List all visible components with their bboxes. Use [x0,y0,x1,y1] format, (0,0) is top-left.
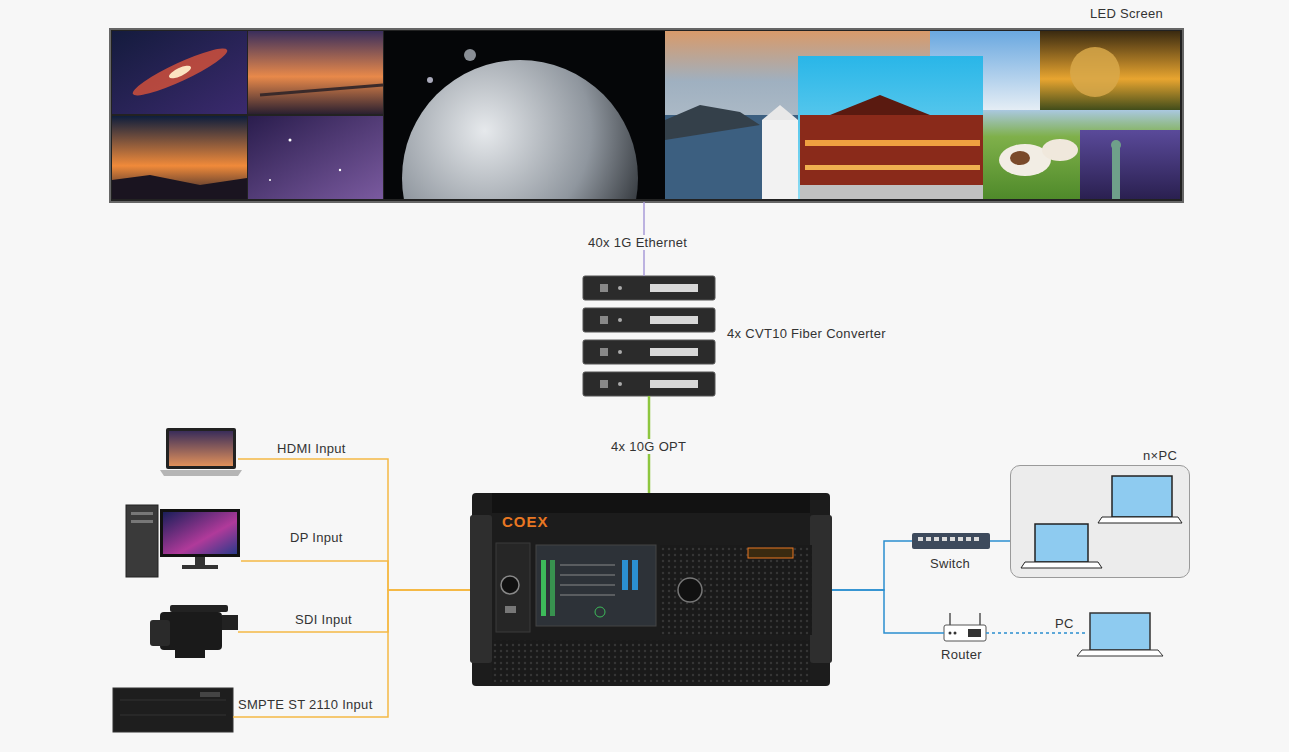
node-label: PC [1055,616,1074,631]
brand-logo: COEX [502,514,549,529]
node-label: LED Screen [1090,6,1163,21]
node-label: Router [941,647,982,662]
edge-label: 40x 1G Ethernet [586,235,689,250]
camera-source: SDI Input [150,605,238,660]
router: Router [944,625,986,641]
cable-line [832,590,944,633]
pc-source: DP Input [126,503,241,577]
led-screen: LED Screen [110,29,1183,202]
rack-source: SMPTE ST 2110 Input [113,688,233,732]
cable-line [986,632,1085,634]
processor-art [470,493,832,686]
fiber-converter: 4x CVT10 Fiber Converter [583,276,715,396]
cable-line [238,590,470,632]
pc-group-box: n×PC [1010,465,1190,578]
processor-unit: COEX [470,493,832,686]
cable-line [990,540,1010,542]
cable-line [648,396,651,493]
node-label: Switch [930,556,970,571]
led-screen-art [110,29,1183,296]
laptop-source: HDMI Input [163,427,238,477]
edge-label: 4x 10G OPT [609,439,688,454]
cable-line [241,561,470,590]
node-label: SMPTE ST 2110 Input [238,697,373,712]
node-label: HDMI Input [277,441,346,456]
node-label: SDI Input [295,612,352,627]
fiber-converter-art [583,276,715,396]
cable-line [238,459,470,590]
cable-line [832,541,912,590]
pc-laptop: PC [1085,612,1165,657]
node-label: n×PC [1143,448,1177,463]
network-devices-art [912,533,1163,656]
node-label: 4x CVT10 Fiber Converter [727,326,886,341]
network-switch: Switch [912,533,990,549]
input-devices-art [113,428,242,732]
cable-line [233,590,470,717]
node-label: DP Input [290,530,343,545]
cable-line [643,202,645,276]
